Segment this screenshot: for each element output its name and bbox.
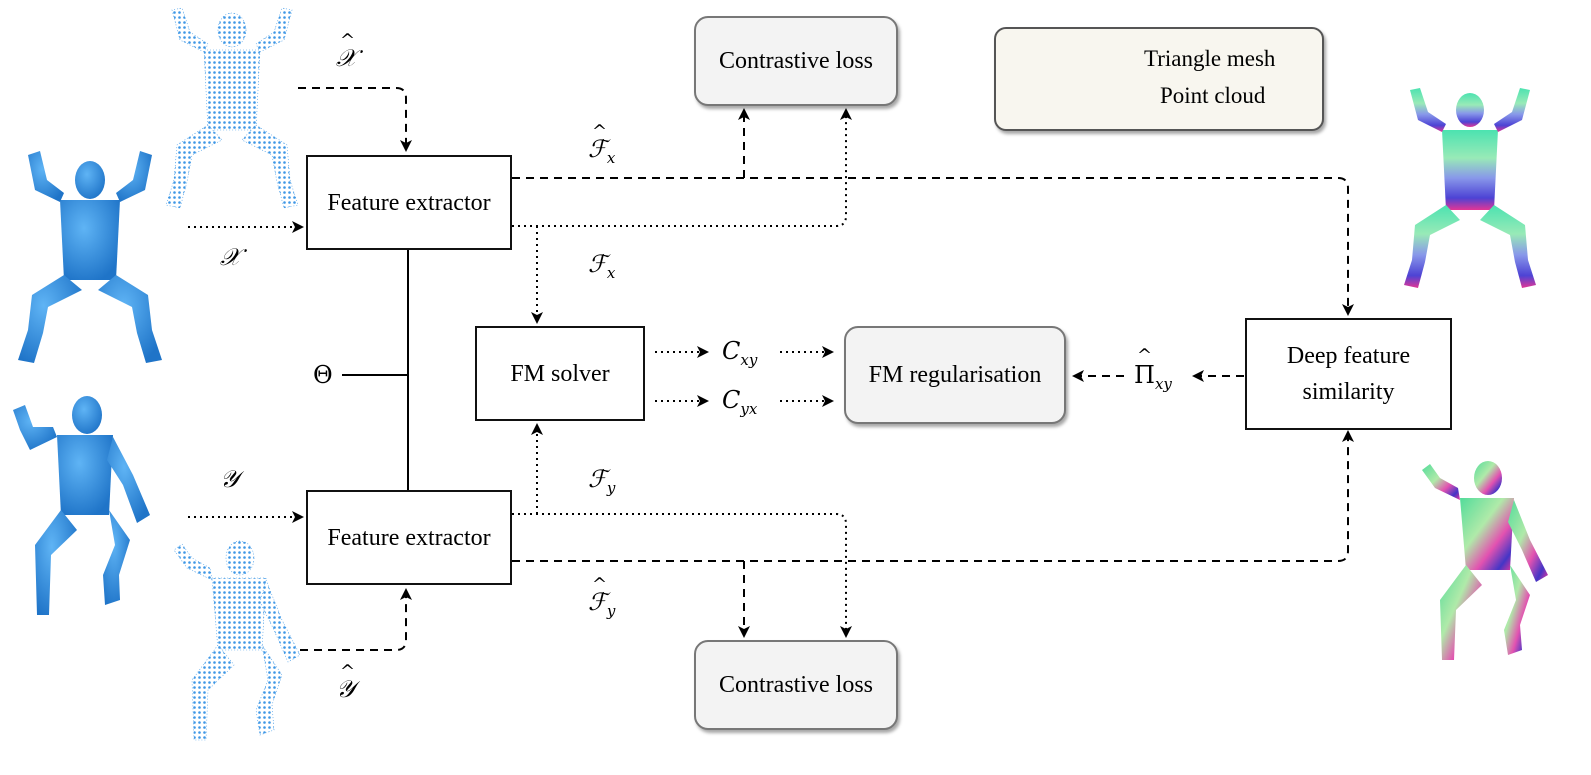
label-f-hat-x-symbol: ℱ <box>588 121 607 163</box>
label-f-x-symbol: ℱ <box>588 250 607 278</box>
deep-feature-similarity-box: Deep feature similarity <box>1245 318 1452 430</box>
label-c-xy-symbol: C <box>722 337 741 365</box>
label-c-yx: Cyx <box>722 386 757 418</box>
colored-point-cloud-top <box>1404 88 1536 288</box>
label-pi-hat-sub: xy <box>1154 374 1172 393</box>
point-cloud-figure-x-hat <box>165 7 299 209</box>
label-y: 𝒴 <box>220 465 239 493</box>
label-f-hat-y-sub: y <box>606 601 616 620</box>
label-c-yx-symbol: C <box>722 386 741 414</box>
edge-fhatx-to-similarity <box>512 177 1354 316</box>
legend-box <box>994 27 1324 131</box>
label-f-y-sub: y <box>606 478 616 497</box>
label-x: 𝒳 <box>220 243 241 271</box>
mesh-figure-x <box>18 151 162 363</box>
label-theta: Θ <box>313 361 333 389</box>
label-y-symbol: 𝒴 <box>220 465 239 493</box>
edge-xhat-to-extractor <box>298 87 412 152</box>
label-x-symbol: 𝒳 <box>220 243 241 271</box>
label-x-hat-symbol: 𝒳 <box>336 30 357 72</box>
contrastive-loss-bottom-box: Contrastive loss <box>694 640 898 730</box>
label-f-y-symbol: ℱ <box>588 465 607 493</box>
feature-extractor-bottom: Feature extractor <box>306 490 512 585</box>
fm-solver-box: FM solver <box>475 326 645 421</box>
label-pi-hat: Πxy <box>1134 345 1172 393</box>
legend-triangle-mesh: Triangle mesh <box>1144 46 1276 71</box>
fm-regularisation-label: FM regularisation <box>868 362 1042 388</box>
label-f-hat-x: ℱx <box>588 121 616 167</box>
label-y-hat-symbol: 𝒴 <box>336 661 355 703</box>
fm-regularisation-box: FM regularisation <box>844 326 1066 424</box>
label-pi-hat-symbol: Π <box>1134 345 1155 389</box>
label-f-hat-y-symbol: ℱ <box>588 574 607 616</box>
label-f-y: ℱy <box>588 465 615 497</box>
colored-point-cloud-bottom <box>1422 461 1548 660</box>
point-cloud-figure-y-hat <box>173 540 301 741</box>
label-c-xy: Cxy <box>722 337 757 369</box>
label-f-hat-y: ℱy <box>588 574 616 620</box>
deep-feature-similarity-line2: similarity <box>1302 379 1395 405</box>
label-c-xy-sub: xy <box>740 350 758 369</box>
label-f-x: ℱx <box>588 250 615 282</box>
contrastive-loss-bottom-label: Contrastive loss <box>719 672 873 698</box>
label-theta-symbol: Θ <box>313 361 333 389</box>
legend-point-cloud: Point cloud <box>1160 83 1266 108</box>
edge-fx-to-contrastive <box>512 108 852 227</box>
deep-feature-similarity-line1: Deep feature <box>1286 343 1411 369</box>
label-y-hat: 𝒴 <box>336 661 355 703</box>
label-c-yx-sub: yx <box>740 399 758 418</box>
contrastive-loss-top-box: Contrastive loss <box>694 16 898 106</box>
label-f-x-sub: x <box>606 263 616 282</box>
edge-fhaty-to-similarity <box>512 430 1354 562</box>
fm-solver-label: FM solver <box>510 360 610 387</box>
feature-extractor-top: Feature extractor <box>306 155 512 250</box>
feature-extractor-bottom-label: Feature extractor <box>327 524 491 551</box>
label-x-hat: 𝒳 <box>336 30 357 72</box>
edge-yhat-to-extractor <box>300 588 412 651</box>
contrastive-loss-top-label: Contrastive loss <box>719 48 873 74</box>
mesh-figure-y <box>13 396 150 615</box>
label-f-hat-x-sub: x <box>606 148 616 167</box>
feature-extractor-top-label: Feature extractor <box>327 189 491 216</box>
edge-fy-to-contrastive <box>512 513 852 638</box>
